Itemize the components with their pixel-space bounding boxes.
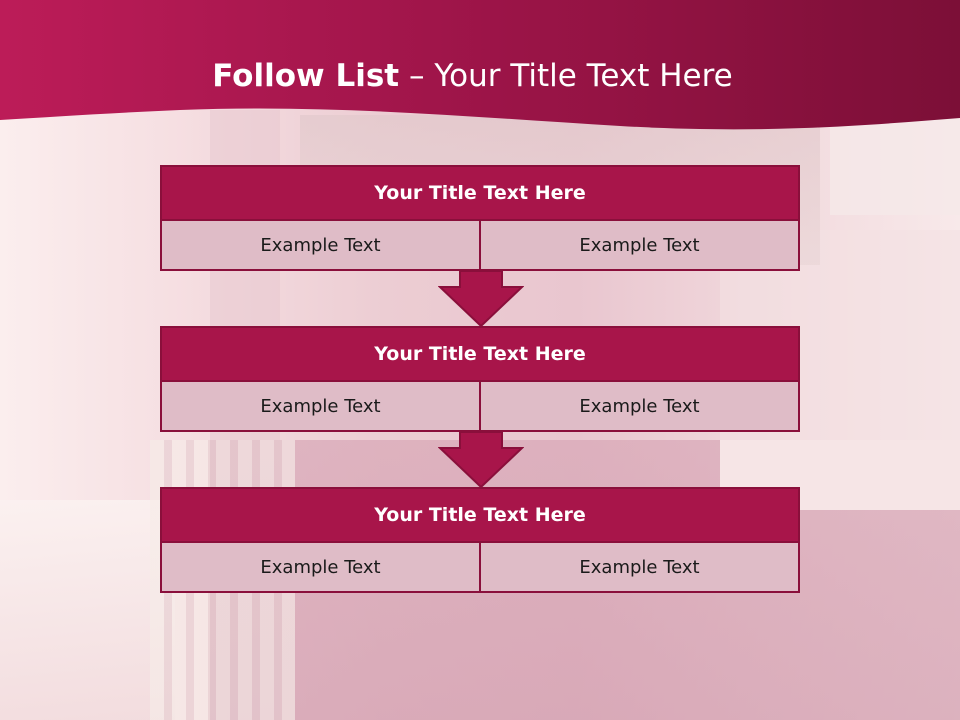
block-title: Your Title Text Here [160,326,800,382]
block-title: Your Title Text Here [160,165,800,221]
example-cell-left: Example Text [160,543,481,593]
slide-title: Follow List – Your Title Text Here [0,56,945,96]
block-title: Your Title Text Here [160,487,800,543]
block-row: Example Text Example Text [160,221,800,271]
title-rest: – Your Title Text Here [399,58,733,94]
block-row: Example Text Example Text [160,543,800,593]
title-bold: Follow List [212,58,400,94]
down-arrow-icon [438,432,524,488]
example-cell-right: Example Text [481,221,800,271]
upper-cabinet-right [830,115,960,215]
example-cell-right: Example Text [481,382,800,432]
header-band [0,0,960,130]
example-cell-left: Example Text [160,221,481,271]
list-block-2: Your Title Text Here Example Text Exampl… [160,326,800,432]
list-block-3: Your Title Text Here Example Text Exampl… [160,487,800,593]
down-arrow-icon [438,271,524,327]
example-cell-left: Example Text [160,382,481,432]
list-block-1: Your Title Text Here Example Text Exampl… [160,165,800,271]
block-row: Example Text Example Text [160,382,800,432]
dining-table [0,500,175,720]
example-cell-right: Example Text [481,543,800,593]
